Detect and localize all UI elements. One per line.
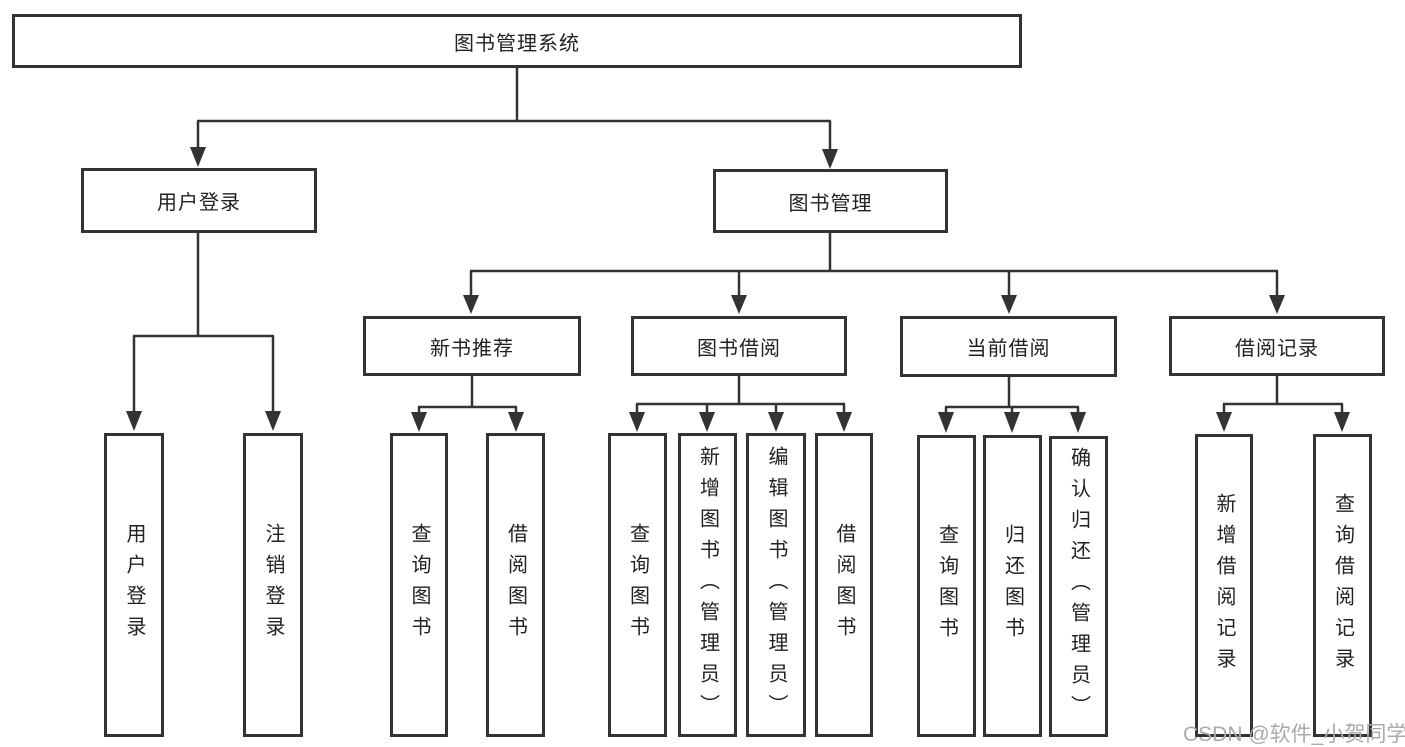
node-label: 用户登录: [157, 192, 241, 214]
leaf-confirm-return-admin: 确认归还（管理员）: [1049, 436, 1108, 737]
leaf-label: 新增图书（管理员）: [696, 445, 719, 725]
leaf-label: 新增借阅记录: [1213, 492, 1235, 679]
node-book-management: 图书管理: [713, 169, 948, 233]
leaf-query-books-borrowing: 查询图书: [608, 433, 667, 737]
leaf-user-login: 用户登录: [104, 433, 164, 737]
leaf-label: 编辑图书（管理员）: [765, 445, 787, 725]
leaf-add-borrow-record: 新增借阅记录: [1195, 434, 1253, 737]
leaf-label: 用户登录: [123, 523, 145, 647]
leaf-label: 查询图书: [935, 524, 958, 648]
leaf-label: 注销登录: [262, 523, 284, 647]
node-label: 图书管理系统: [454, 32, 580, 55]
leaf-add-books-admin: 新增图书（管理员）: [678, 433, 737, 737]
node-label: 新书推荐: [430, 337, 514, 360]
leaf-query-books-current: 查询图书: [917, 435, 976, 737]
node-label: 当前借阅: [966, 338, 1051, 360]
node-label: 图书借阅: [697, 337, 781, 360]
leaf-label: 归还图书: [1001, 524, 1024, 648]
leaf-label: 查询借阅记录: [1331, 492, 1354, 679]
node-new-book-recommend: 新书推荐: [363, 316, 581, 376]
node-user-login: 用户登录: [81, 168, 317, 233]
node-current-borrowing: 当前借阅: [900, 316, 1117, 377]
leaf-label: 查询图书: [626, 523, 649, 647]
leaf-query-borrow-record: 查询借阅记录: [1313, 434, 1372, 737]
node-label: 借阅记录: [1235, 337, 1319, 360]
node-borrowing-records: 借阅记录: [1169, 316, 1385, 376]
leaf-return-books: 归还图书: [983, 435, 1042, 737]
leaf-label: 借阅图书: [833, 523, 855, 647]
leaf-borrow-books: 借阅图书: [815, 433, 873, 737]
leaf-label: 查询图书: [408, 523, 430, 647]
node-label: 图书管理: [788, 192, 873, 215]
node-book-borrowing: 图书借阅: [631, 316, 847, 376]
leaf-borrow-books-recommend: 借阅图书: [486, 433, 545, 737]
leaf-label: 确认归还（管理员）: [1067, 447, 1090, 726]
node-library-management-system: 图书管理系统: [12, 14, 1022, 68]
watermark: CSDN @软件_小贺同学: [1183, 723, 1405, 746]
leaf-label: 借阅图书: [504, 523, 527, 647]
leaf-logout: 注销登录: [243, 433, 303, 737]
leaf-query-books-recommend: 查询图书: [390, 433, 448, 737]
leaf-edit-books-admin: 编辑图书（管理员）: [746, 433, 806, 737]
